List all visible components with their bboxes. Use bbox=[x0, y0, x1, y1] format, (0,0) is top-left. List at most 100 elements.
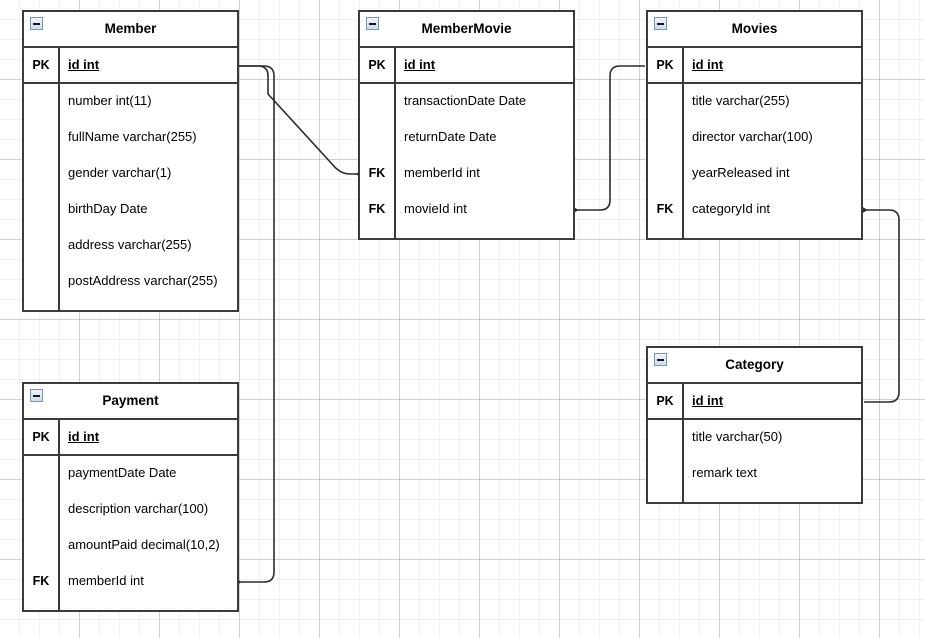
attribute-row[interactable]: yearReleased int bbox=[648, 156, 861, 192]
attribute-key: FK bbox=[648, 192, 684, 228]
minus-box-icon[interactable] bbox=[30, 389, 43, 402]
relationship-category-movies[interactable] bbox=[864, 209, 900, 403]
attribute-key: PK bbox=[648, 384, 684, 418]
entity-title-movies: Movies bbox=[648, 12, 861, 48]
attribute-key bbox=[24, 192, 60, 228]
attribute-row[interactable]: fullName varchar(255) bbox=[24, 120, 237, 156]
attribute-name: yearReleased int bbox=[692, 165, 790, 180]
entity-filler-attr bbox=[684, 228, 861, 238]
attribute-row[interactable]: title varchar(255) bbox=[648, 84, 861, 120]
attribute-key: FK bbox=[24, 564, 60, 600]
attribute-name: amountPaid decimal(10,2) bbox=[68, 537, 220, 552]
entity-filler-attr bbox=[60, 600, 237, 610]
attribute-key: PK bbox=[360, 48, 396, 82]
entity-title-membermovie: MemberMovie bbox=[360, 12, 573, 48]
minus-box-icon[interactable] bbox=[654, 353, 667, 366]
attribute-key bbox=[360, 84, 396, 120]
entity-filler-key bbox=[24, 300, 60, 310]
attribute-row[interactable]: remark text bbox=[648, 456, 861, 492]
attribute-key bbox=[648, 156, 684, 192]
relationship-member-payment[interactable] bbox=[239, 65, 275, 583]
attribute-name: movieId int bbox=[404, 201, 467, 216]
attribute-row[interactable]: birthDay Date bbox=[24, 192, 237, 228]
entity-title-payment: Payment bbox=[24, 384, 237, 420]
attribute-name: paymentDate Date bbox=[68, 465, 177, 480]
attribute-row[interactable]: PK id int bbox=[648, 48, 861, 84]
attribute-key bbox=[24, 456, 60, 492]
attribute-name: id int bbox=[692, 57, 724, 72]
attribute-row[interactable]: transactionDate Date bbox=[360, 84, 573, 120]
attribute-key: FK bbox=[360, 156, 396, 192]
attribute-name: transactionDate Date bbox=[404, 93, 527, 108]
relationship-movies-membermovie[interactable] bbox=[577, 65, 645, 211]
attribute-name: categoryId int bbox=[692, 201, 771, 216]
entity-filler-key bbox=[648, 228, 684, 238]
minus-bar bbox=[657, 23, 664, 25]
attribute-row[interactable]: address varchar(255) bbox=[24, 228, 237, 264]
attribute-name: birthDay Date bbox=[68, 201, 148, 216]
entity-filler bbox=[648, 228, 861, 238]
minus-box-icon[interactable] bbox=[366, 17, 379, 30]
attribute-key bbox=[648, 120, 684, 156]
entity-filler-key bbox=[24, 600, 60, 610]
attribute-row[interactable]: number int(11) bbox=[24, 84, 237, 120]
attribute-row[interactable]: description varchar(100) bbox=[24, 492, 237, 528]
attribute-key: PK bbox=[24, 420, 60, 454]
attribute-name: gender varchar(1) bbox=[68, 165, 172, 180]
attribute-row[interactable]: postAddress varchar(255) bbox=[24, 264, 237, 300]
attribute-name: id int bbox=[68, 429, 100, 444]
attribute-name: memberId int bbox=[404, 165, 480, 180]
attribute-row[interactable]: gender varchar(1) bbox=[24, 156, 237, 192]
attribute-key bbox=[24, 120, 60, 156]
attribute-name: remark text bbox=[692, 465, 758, 480]
attribute-row[interactable]: FK movieId int bbox=[360, 192, 573, 228]
attribute-key bbox=[24, 84, 60, 120]
attribute-name: title varchar(50) bbox=[692, 429, 783, 444]
attribute-row[interactable]: PK id int bbox=[24, 420, 237, 456]
attribute-name: title varchar(255) bbox=[692, 93, 790, 108]
attribute-key bbox=[648, 84, 684, 120]
entity-filler-attr bbox=[60, 300, 237, 310]
relationship-member-membermovie[interactable] bbox=[239, 65, 357, 175]
attribute-name: returnDate Date bbox=[404, 129, 497, 144]
minus-box-icon[interactable] bbox=[654, 17, 667, 30]
minus-bar bbox=[33, 395, 40, 397]
attribute-key bbox=[24, 228, 60, 264]
attribute-key bbox=[648, 420, 684, 456]
entity-filler bbox=[360, 228, 573, 238]
minus-bar bbox=[657, 359, 664, 361]
attribute-row[interactable]: PK id int bbox=[24, 48, 237, 84]
attribute-row[interactable]: FK categoryId int bbox=[648, 192, 861, 228]
attribute-row[interactable]: PK id int bbox=[360, 48, 573, 84]
attribute-row[interactable]: returnDate Date bbox=[360, 120, 573, 156]
attribute-key bbox=[24, 528, 60, 564]
attribute-row[interactable]: director varchar(100) bbox=[648, 120, 861, 156]
minus-box-icon[interactable] bbox=[30, 17, 43, 30]
attribute-key bbox=[24, 492, 60, 528]
entity-filler-key bbox=[648, 492, 684, 502]
attribute-key bbox=[24, 156, 60, 192]
attribute-key: PK bbox=[648, 48, 684, 82]
entity-filler-key bbox=[360, 228, 396, 238]
attribute-key: FK bbox=[360, 192, 396, 228]
attribute-row[interactable]: FK memberId int bbox=[360, 156, 573, 192]
entity-filler bbox=[24, 300, 237, 310]
attribute-row[interactable]: paymentDate Date bbox=[24, 456, 237, 492]
attribute-row[interactable]: title varchar(50) bbox=[648, 420, 861, 456]
entity-filler-attr bbox=[684, 492, 861, 502]
attribute-name: id int bbox=[404, 57, 436, 72]
attribute-key bbox=[24, 264, 60, 300]
attribute-name: id int bbox=[68, 57, 100, 72]
attribute-key bbox=[648, 456, 684, 492]
attribute-row[interactable]: amountPaid decimal(10,2) bbox=[24, 528, 237, 564]
attribute-key: PK bbox=[24, 48, 60, 82]
minus-bar bbox=[33, 23, 40, 25]
